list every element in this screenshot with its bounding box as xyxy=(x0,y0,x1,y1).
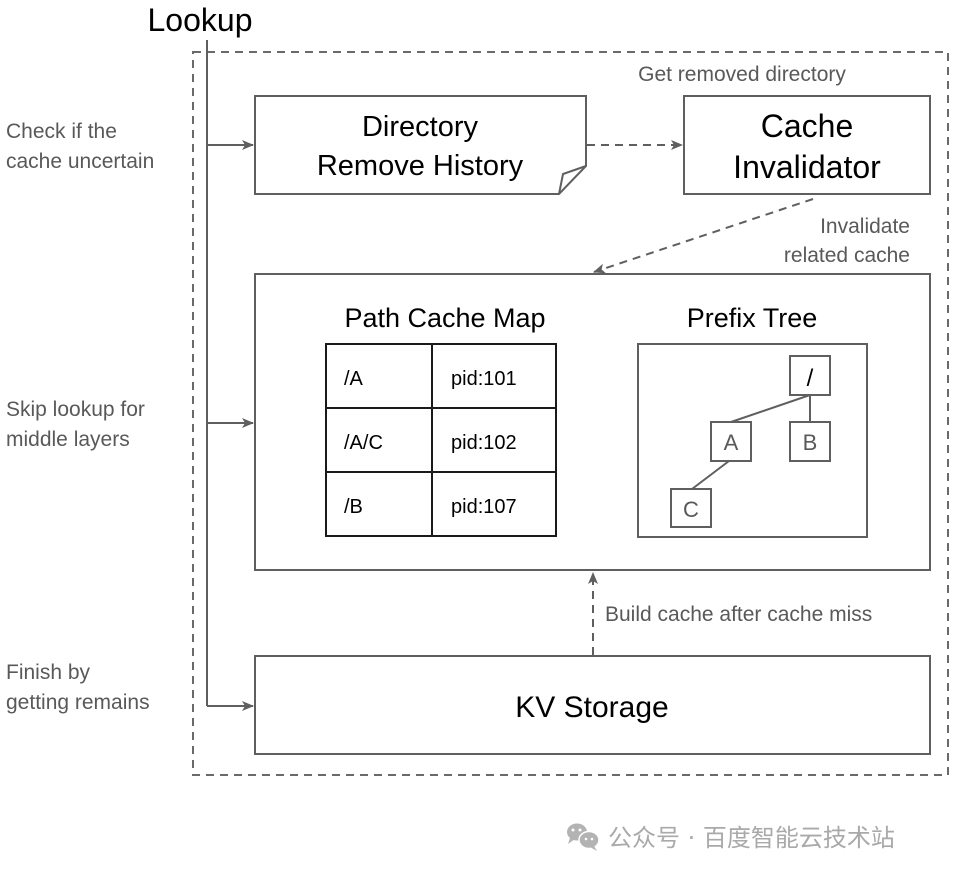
watermark-text: 公众号 · 百度智能云技术站 xyxy=(608,824,895,852)
prefix-tree-title: Prefix Tree xyxy=(687,303,818,333)
svg-text:Finish by: Finish by xyxy=(6,661,91,684)
svg-text:pid:102: pid:102 xyxy=(451,432,517,454)
svg-text:Skip lookup for: Skip lookup for xyxy=(6,398,145,421)
svg-text:Invalidate: Invalidate xyxy=(820,215,910,238)
kv-storage-node: KV Storage xyxy=(254,655,931,755)
svg-text:Directory: Directory xyxy=(362,111,479,143)
svg-text:/B: /B xyxy=(344,496,363,518)
svg-text:/: / xyxy=(807,365,814,392)
svg-text:pid:107: pid:107 xyxy=(451,496,517,518)
tree-node-a: A xyxy=(710,421,752,462)
tree-edge-a-c xyxy=(691,460,730,490)
edge-label-build-cache: Build cache after cache miss xyxy=(605,603,872,626)
edge-label-invalidate: Invalidate related cache xyxy=(784,215,910,267)
cache-invalidator-node: Cache Invalidator xyxy=(683,95,931,195)
svg-text:A: A xyxy=(724,430,739,455)
remove-history-node: Directory Remove History xyxy=(254,95,587,195)
prefix-tree: Prefix Tree / A B C xyxy=(637,303,868,538)
svg-text:middle layers: middle layers xyxy=(6,428,130,451)
lookup-label: Lookup xyxy=(148,2,253,38)
svg-text:/A: /A xyxy=(344,368,364,390)
edge-label-get-removed: Get removed directory xyxy=(638,63,846,86)
folded-corner xyxy=(558,165,587,195)
system-boundary xyxy=(192,51,949,776)
svg-text:Check if the: Check if the xyxy=(6,120,117,143)
svg-text:related cache: related cache xyxy=(784,244,910,267)
path-cache-map: Path Cache Map /A pid:101 /A/C pid:102 /… xyxy=(325,303,557,537)
svg-text:C: C xyxy=(683,497,699,522)
svg-text:KV Storage: KV Storage xyxy=(515,691,668,724)
document-shape xyxy=(254,95,587,195)
wechat-icon xyxy=(567,823,600,851)
svg-text:B: B xyxy=(803,430,818,455)
svg-text:cache uncertain: cache uncertain xyxy=(6,150,154,173)
table-row: /A pid:101 xyxy=(344,368,517,390)
svg-text:Invalidator: Invalidator xyxy=(733,149,881,185)
side-label-skip: Skip lookup for middle layers xyxy=(6,398,145,451)
path-cache-table xyxy=(325,343,557,537)
side-label-check: Check if the cache uncertain xyxy=(6,120,154,173)
tree-node-b: B xyxy=(789,421,831,462)
svg-text:getting remains: getting remains xyxy=(6,691,150,714)
svg-text:pid:101: pid:101 xyxy=(451,368,517,390)
table-row: /B pid:107 xyxy=(344,496,517,518)
path-cache-map-title: Path Cache Map xyxy=(344,303,545,333)
svg-text:Remove History: Remove History xyxy=(317,150,524,182)
svg-text:Cache: Cache xyxy=(761,108,854,144)
table-row: /A/C pid:102 xyxy=(344,432,517,454)
tree-edge-root-a xyxy=(730,394,811,423)
watermark: 公众号 · 百度智能云技术站 xyxy=(567,823,895,852)
tree-node-c: C xyxy=(670,488,712,528)
side-label-finish: Finish by getting remains xyxy=(6,661,150,714)
svg-text:/A/C: /A/C xyxy=(344,432,383,454)
tree-node-root: / xyxy=(789,355,831,396)
arrow-invalidator-to-cache-layer xyxy=(593,198,814,274)
